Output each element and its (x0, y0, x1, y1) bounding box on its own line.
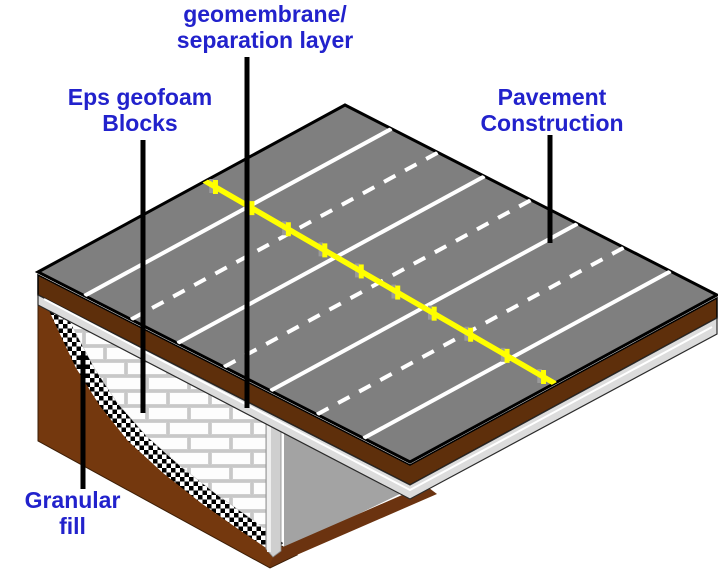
label-pavement-line2: Construction (480, 110, 624, 136)
label-granular-line1: Granular (24, 487, 121, 513)
label-pavement: Pavement Construction (442, 84, 662, 136)
geomembrane-highlight (43, 298, 713, 492)
label-granular-fill: Granular fill (5, 487, 140, 539)
lane-line-solid (176, 174, 486, 346)
lane-line-dashed (130, 150, 439, 322)
label-geomembrane: geomembrane/ separation layer (140, 1, 390, 53)
label-eps-geofoam: Eps geofoam Blocks (35, 84, 245, 136)
lane-line-solid (83, 126, 393, 298)
label-eps-line1: Eps geofoam (67, 84, 213, 110)
label-granular-line2: fill (59, 513, 86, 539)
label-geomembrane-line1: geomembrane/ (183, 1, 347, 27)
yellow-marker-line (202, 178, 557, 386)
lane-line-solid (362, 269, 672, 441)
checker-interface-band (46, 304, 283, 554)
label-geomembrane-line2: separation layer (176, 27, 354, 53)
label-eps-line2: Blocks (102, 110, 178, 136)
label-pavement-line1: Pavement (497, 84, 607, 110)
granular-strip-right (269, 485, 437, 567)
side-panel-face (284, 431, 404, 550)
